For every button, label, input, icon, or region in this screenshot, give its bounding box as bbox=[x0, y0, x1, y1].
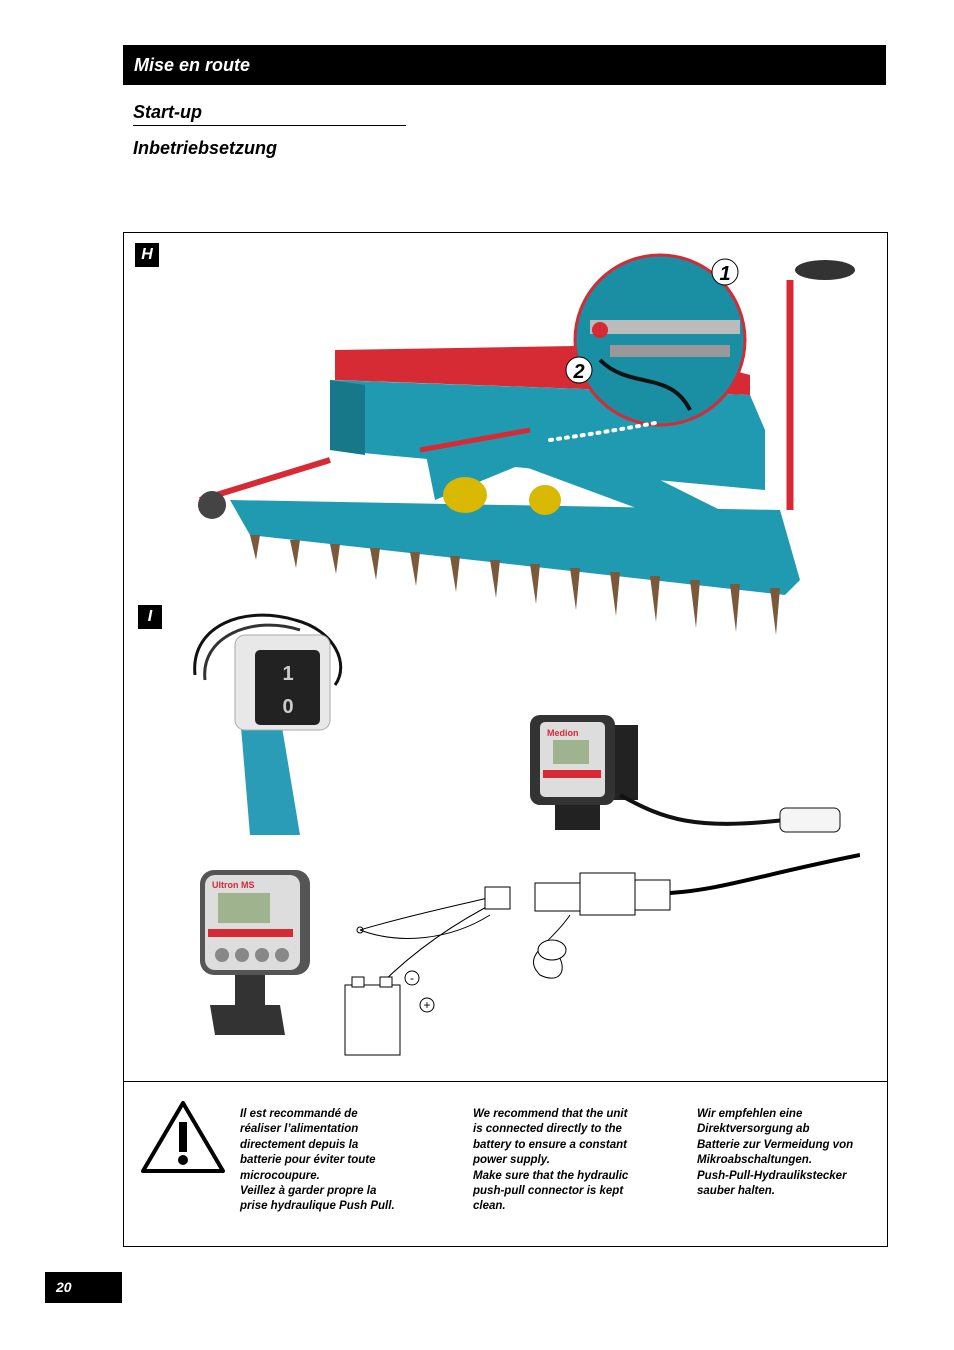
medion-brand: Medion bbox=[547, 728, 579, 738]
notice-english: We recommend that the unit is connected … bbox=[473, 1108, 629, 1213]
section-title: Mise en route bbox=[123, 45, 886, 85]
power-switch-illustration: 1 0 bbox=[193, 613, 343, 835]
battery-minus-label: - bbox=[410, 971, 414, 985]
ultron-console-illustration: Ultron MS bbox=[200, 870, 310, 1035]
switch-off-label: 0 bbox=[282, 696, 293, 718]
battery-plus-label: + bbox=[423, 998, 430, 1012]
ultron-brand: Ultron MS bbox=[212, 880, 255, 890]
frame-divider bbox=[123, 1081, 888, 1082]
switch-on-label: 1 bbox=[282, 663, 293, 685]
figure-label-h: H bbox=[135, 243, 159, 267]
warning-icon bbox=[141, 1101, 225, 1173]
figure-frame bbox=[123, 232, 888, 1247]
seed-drill-illustration: 1 2 bbox=[198, 253, 855, 635]
subtitle-german: Inbetriebsetzung bbox=[133, 138, 278, 158]
wiring-diagram-illustration: - + bbox=[344, 853, 860, 1056]
notice-german: Wir empfehlen eine Direktversorgung ab B… bbox=[697, 1108, 854, 1198]
subtitle-english: Start-up bbox=[133, 100, 406, 126]
callout-1: 1 bbox=[719, 263, 730, 285]
page-number: 20 bbox=[45, 1272, 122, 1303]
figure-label-i: I bbox=[138, 605, 162, 629]
callout-2: 2 bbox=[572, 361, 584, 383]
notice-french: Il est recommandé de réaliser l’alimenta… bbox=[240, 1108, 395, 1213]
medion-console-illustration: Medion bbox=[530, 715, 841, 833]
